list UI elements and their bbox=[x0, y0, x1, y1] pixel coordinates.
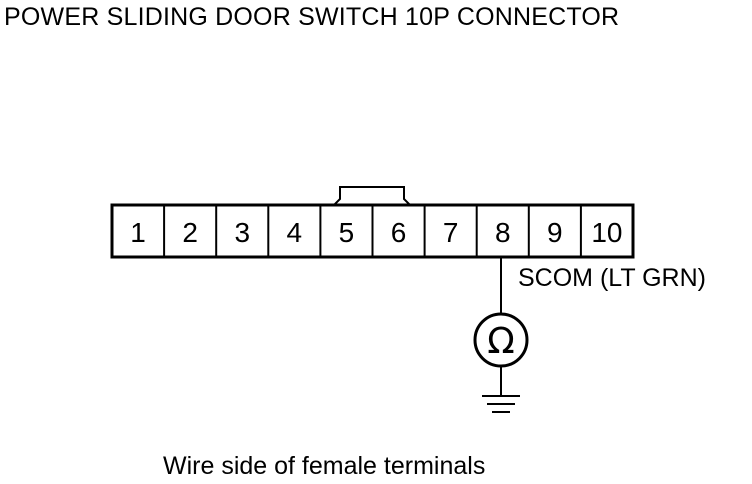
terminal-dividers bbox=[163, 205, 582, 257]
terminal-labels: 1 2 3 4 5 6 7 8 9 10 bbox=[130, 217, 622, 248]
caption: Wire side of female terminals bbox=[163, 452, 486, 480]
terminal-10-label: 10 bbox=[591, 217, 622, 248]
diagram-title: POWER SLIDING DOOR SWITCH 10P CONNECTOR bbox=[4, 3, 620, 31]
terminal-2-label: 2 bbox=[182, 217, 198, 248]
terminal-1-label: 1 bbox=[130, 217, 146, 248]
terminal-8-label: 8 bbox=[495, 217, 511, 248]
terminal-4-label: 4 bbox=[287, 217, 303, 248]
terminal-7-label: 7 bbox=[443, 217, 459, 248]
terminal-6-label: 6 bbox=[391, 217, 407, 248]
ground-icon bbox=[482, 395, 520, 413]
wire-label: SCOM (LT GRN) bbox=[518, 264, 706, 292]
lock-tab bbox=[333, 186, 411, 206]
terminal-5-label: 5 bbox=[339, 217, 355, 248]
ohm-symbol: Ω bbox=[487, 321, 515, 362]
terminal-3-label: 3 bbox=[234, 217, 250, 248]
terminal-9-label: 9 bbox=[547, 217, 563, 248]
